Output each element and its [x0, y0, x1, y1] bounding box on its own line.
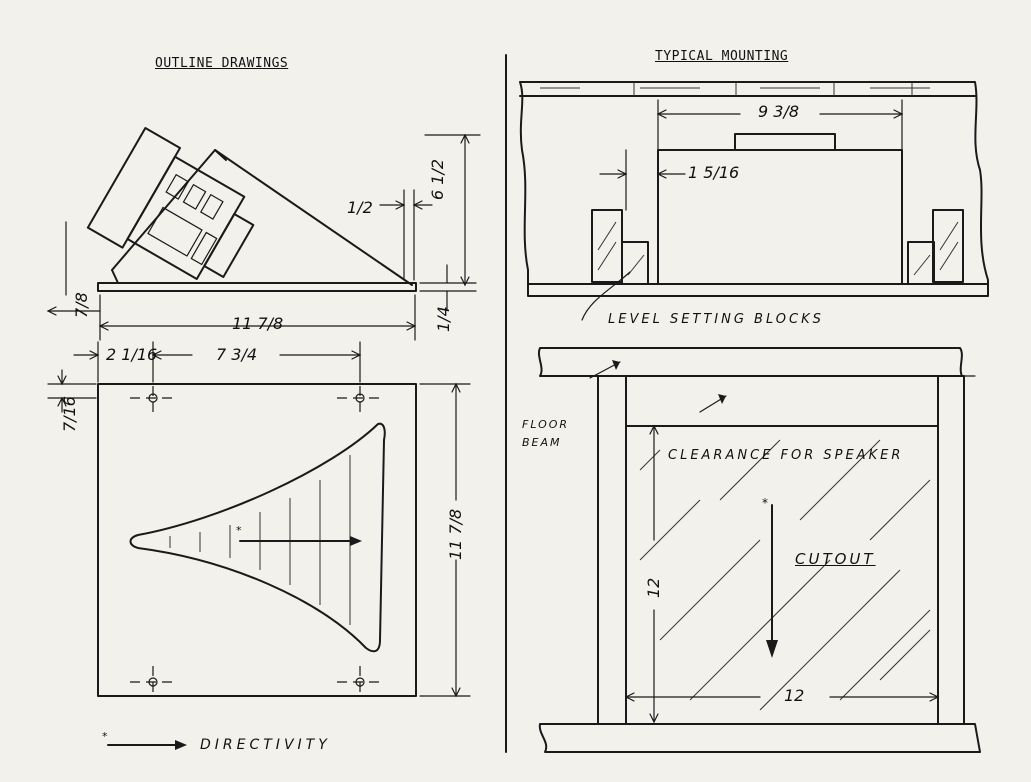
driver-body: [86, 127, 255, 280]
clearance-label: CLEARANCE FOR SPEAKER: [668, 448, 904, 463]
dim-quarter: 1/4: [434, 306, 453, 332]
dim-top-offset: 7/16: [60, 396, 79, 432]
cutout-label: CUTOUT: [795, 550, 876, 568]
cutout-star: *: [762, 496, 770, 510]
level-block-left: [591, 209, 623, 283]
dim-height-front: 11 7/8: [446, 508, 465, 560]
front-panel: [97, 383, 417, 697]
dim-mount-width: 9 3/8: [758, 102, 800, 121]
dim-mount-offset: 1 5/16: [688, 163, 740, 182]
beam-label: BEAM: [522, 436, 562, 449]
outline-drawings-title: OUTLINE DRAWINGS: [155, 56, 289, 71]
dim-cutout-height: 12: [644, 577, 663, 598]
dim-cutout-width: 12: [784, 686, 805, 705]
dim-width-side: 11 7/8: [232, 314, 284, 333]
mounting-holes: [130, 386, 383, 694]
floor-slab: [519, 81, 989, 297]
side-view-drawing: [46, 127, 481, 341]
cutout-plan-drawing: [538, 347, 981, 753]
front-view-drawing: [47, 341, 471, 750]
dim-six-half: 6 1/2: [428, 158, 447, 200]
floor-label: FLOOR: [522, 418, 570, 431]
level-setting-blocks-label: LEVEL SETTING BLOCKS: [608, 312, 824, 327]
mounting-section-drawing: [519, 81, 989, 321]
dim-half: 1/2: [347, 198, 373, 217]
typical-mounting-title: TYPICAL MOUNTING: [655, 49, 789, 64]
dim-seven-eighths: 7/8: [72, 292, 91, 318]
horn-mouth: [129, 422, 386, 653]
horn-star: *: [236, 524, 244, 537]
level-block-right: [932, 209, 964, 283]
dim-hole-spacing: 7 3/4: [216, 345, 258, 364]
directivity-label: DIRECTIVITY: [200, 737, 331, 753]
base-plate: [97, 282, 417, 292]
dim-offset-left: 2 1/16: [106, 345, 158, 364]
legend-star: *: [102, 730, 110, 743]
